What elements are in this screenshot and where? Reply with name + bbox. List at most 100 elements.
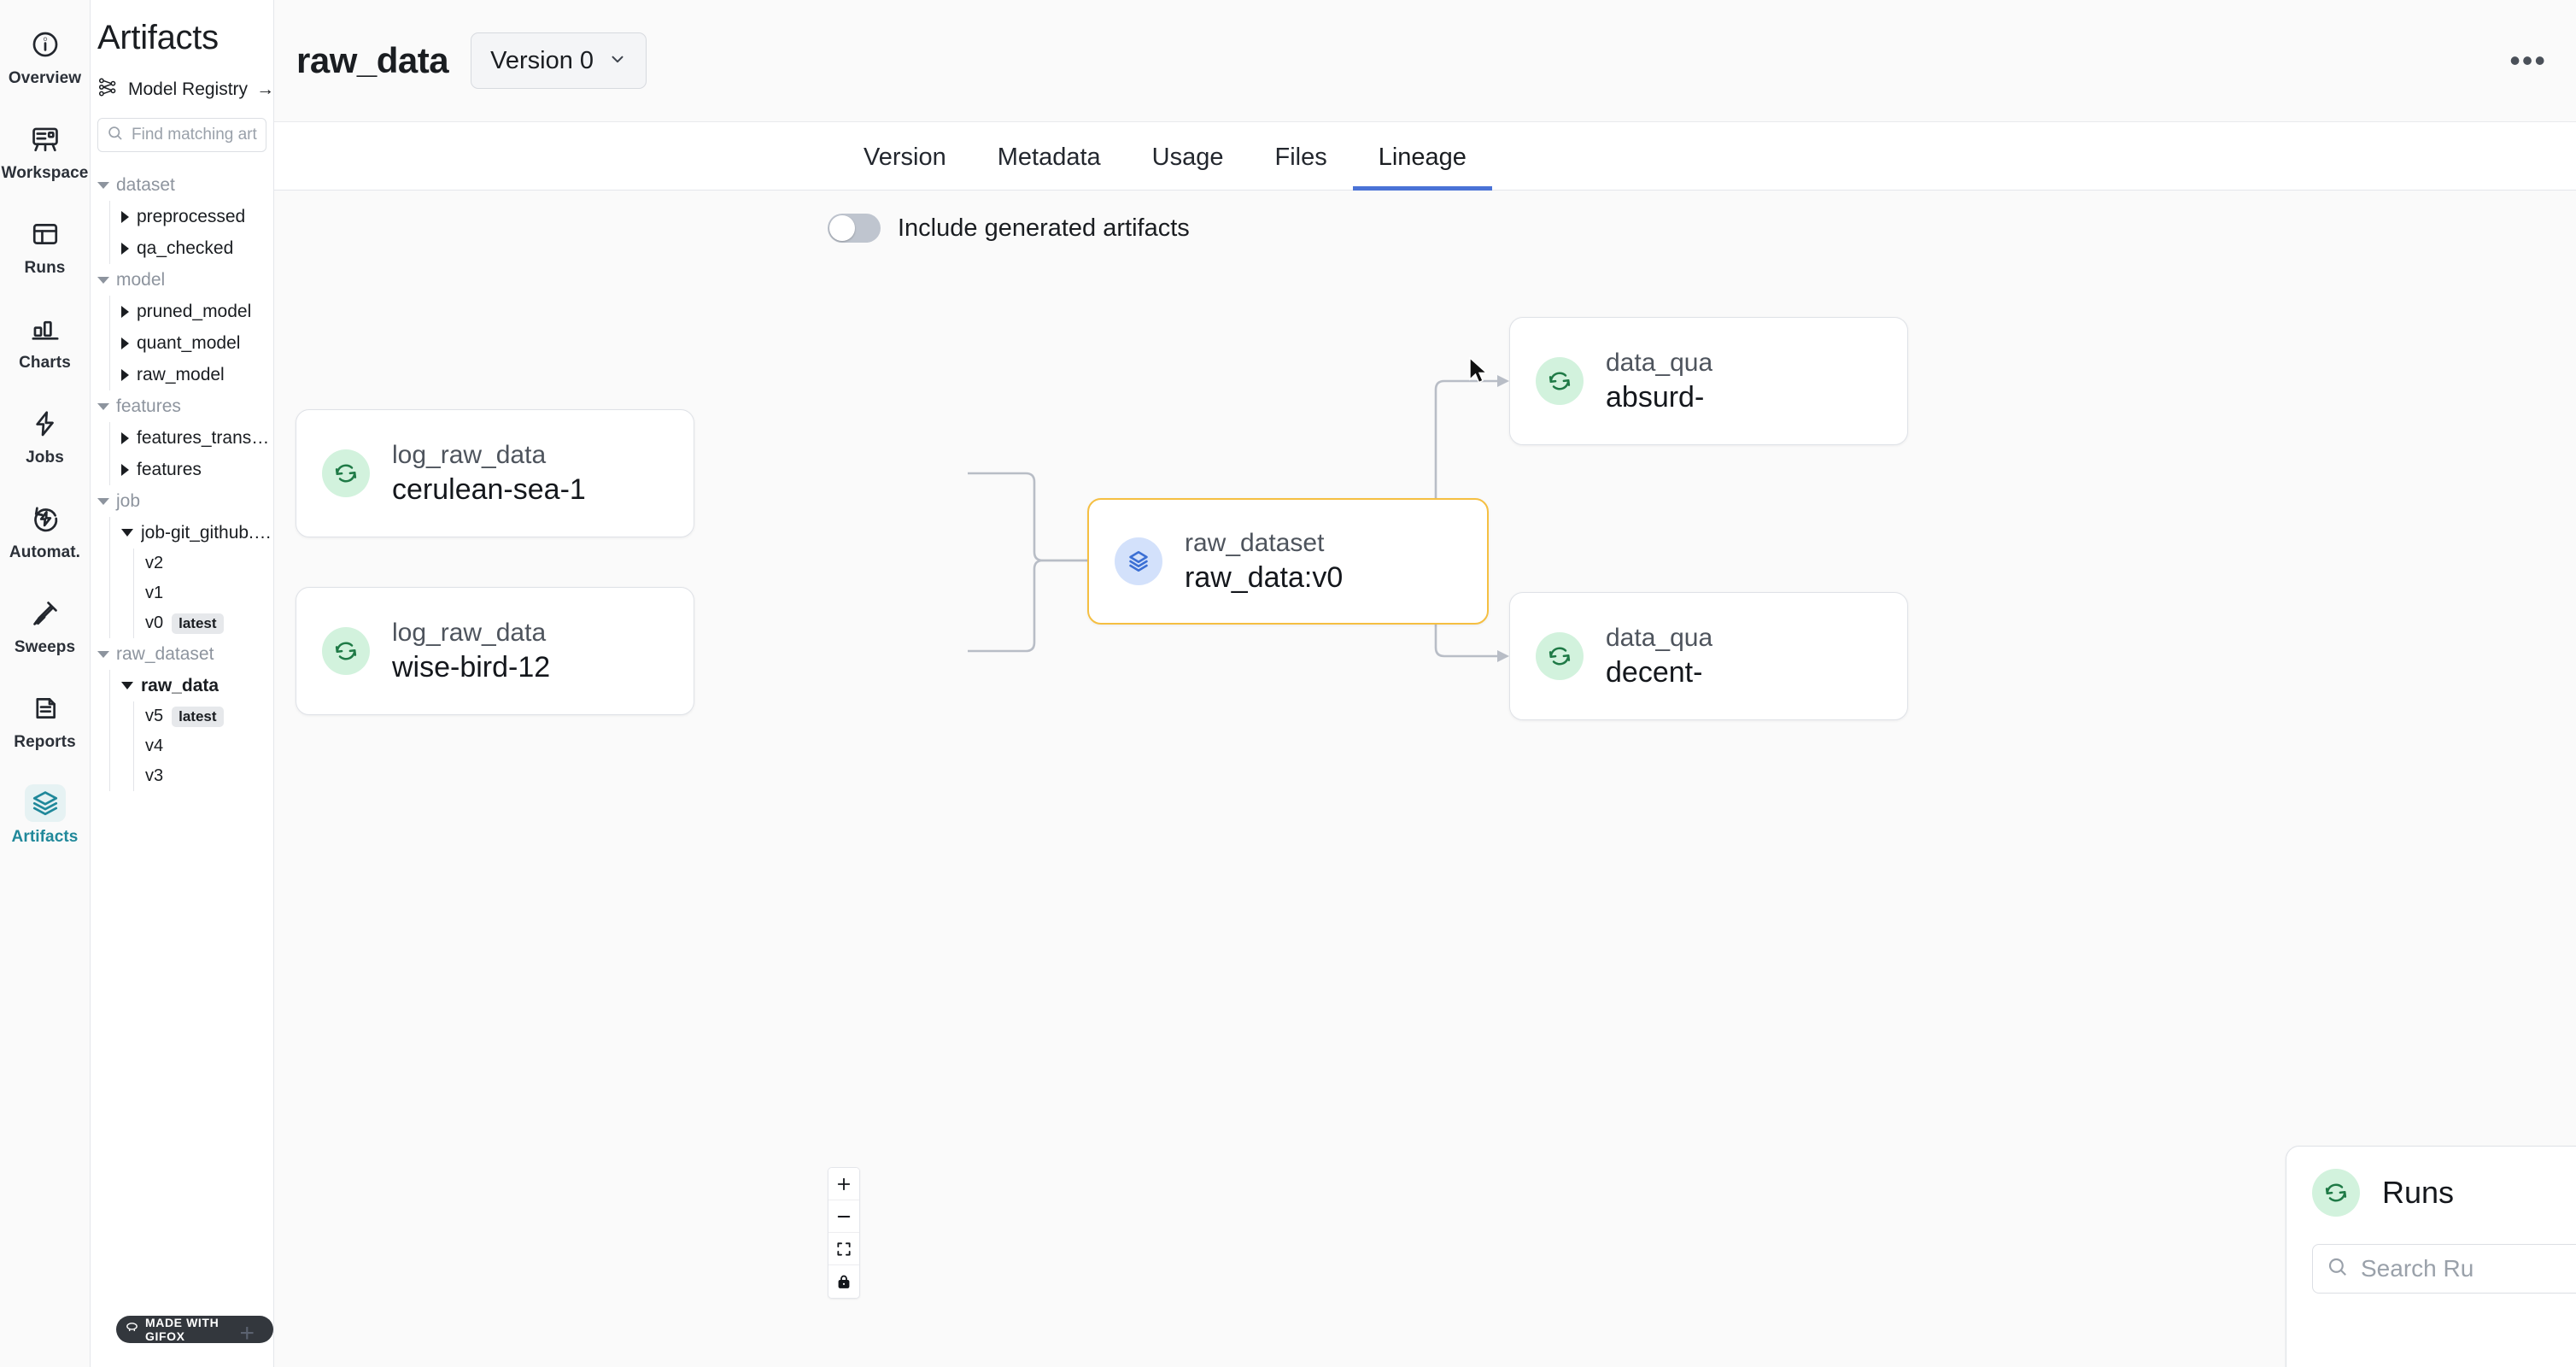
artifact-search[interactable]	[97, 118, 266, 152]
version-selector[interactable]: Version 0	[471, 32, 647, 89]
runs-floating-panel[interactable]: Runs Search Ru	[2286, 1146, 2576, 1367]
tree-group-dataset[interactable]: dataset	[97, 169, 273, 201]
sidebar-item-workspace[interactable]: Workspace	[2, 114, 88, 188]
info-circle-icon	[25, 26, 66, 63]
chevron-down-icon	[97, 181, 109, 189]
runs-panel-title: Runs	[2382, 1175, 2455, 1210]
node-subtitle: data_qua	[1606, 348, 1713, 377]
tree-version-v3[interactable]: v3	[134, 761, 273, 791]
sidebar-item-charts[interactable]: Charts	[6, 303, 85, 378]
tab-lineage[interactable]: Lineage	[1352, 144, 1492, 191]
tree-version-v1[interactable]: v1	[134, 578, 273, 608]
chevron-down-icon	[97, 402, 109, 410]
tree-item-label: preprocessed	[137, 206, 246, 226]
tree-item-features[interactable]: features	[110, 454, 273, 485]
artifact-header: raw_data Version 0 •••	[274, 0, 2576, 122]
sidebar-label-reports: Reports	[14, 733, 76, 751]
dataset-layers-icon	[1115, 537, 1162, 585]
tree-item-label: raw_model	[137, 364, 225, 384]
tree-group-features[interactable]: features	[97, 390, 273, 422]
search-input[interactable]	[132, 126, 257, 144]
tree-item-label: qa_checked	[137, 238, 234, 258]
sidebar-label-jobs: Jobs	[26, 449, 64, 466]
node-subtitle: log_raw_data	[392, 618, 547, 647]
tree-version-v4[interactable]: v4	[134, 731, 273, 761]
sidebar-item-artifacts[interactable]: Artifacts	[6, 777, 85, 852]
chevron-right-icon	[121, 463, 129, 476]
bar-chart-icon	[25, 310, 66, 348]
registry-network-icon	[97, 76, 120, 103]
tab-files[interactable]: Files	[1274, 144, 1327, 171]
add-artifact-button[interactable]: +	[239, 1319, 255, 1347]
chevron-right-icon	[121, 242, 129, 255]
sidebar-label-sweeps: Sweeps	[14, 638, 76, 656]
tree-group-children: raw_data v5 latest v4 v3	[109, 670, 273, 791]
tree-version-v2[interactable]: v2	[134, 549, 273, 578]
sidebar-item-reports[interactable]: Reports	[6, 683, 85, 757]
chevron-down-icon	[97, 497, 109, 505]
tree-item-label: quant_model	[137, 332, 241, 353]
tree-version-v5[interactable]: v5 latest	[134, 701, 273, 731]
tab-version[interactable]: Version	[864, 144, 946, 171]
bolt-icon	[25, 405, 66, 443]
tree-group-model[interactable]: model	[97, 264, 273, 296]
runs-search-input[interactable]: Search Ru	[2312, 1244, 2576, 1294]
lock-button[interactable]	[828, 1265, 859, 1298]
run-refresh-icon	[322, 449, 370, 497]
sidebar-item-sweeps[interactable]: Sweeps	[6, 588, 85, 662]
chevron-right-icon	[121, 210, 129, 223]
tree-version-list: v5 latest v4 v3	[133, 701, 273, 791]
sidebar-item-jobs[interactable]: Jobs	[6, 398, 85, 472]
artifact-tabs: Version Metadata Usage Files Lineage	[274, 122, 2576, 191]
lineage-node-run[interactable]: log_raw_data cerulean-sea-1	[296, 409, 694, 537]
lineage-node-run[interactable]: data_qua absurd-	[1509, 317, 1908, 445]
model-registry-label: Model Registry	[128, 79, 249, 99]
sidebar-label-runs: Runs	[24, 259, 66, 277]
zoom-out-button[interactable]	[828, 1200, 859, 1233]
tab-usage[interactable]: Usage	[1151, 144, 1224, 171]
node-subtitle: raw_dataset	[1185, 528, 1325, 557]
include-generated-toggle[interactable]	[828, 214, 881, 243]
version-selector-value: Version 0	[490, 46, 594, 74]
lineage-canvas[interactable]: log_raw_data cerulean-sea-1 log_raw_data…	[274, 266, 2576, 1367]
tree-item-features-transformed[interactable]: features_transformed	[110, 422, 273, 454]
tree-item-job-git-github-com-wa-[interactable]: job-git_github.com_wa…	[110, 517, 273, 549]
tree-item-preprocessed[interactable]: preprocessed	[110, 201, 273, 232]
tree-item-raw-model[interactable]: raw_model	[110, 359, 273, 390]
tree-item-quant-model[interactable]: quant_model	[110, 327, 273, 359]
gifox-watermark: MADE WITH GIFOX	[116, 1316, 273, 1343]
node-name: cerulean-sea-1	[392, 472, 586, 506]
tree-item-label: features_transformed	[137, 427, 273, 448]
tree-group-job[interactable]: job	[97, 485, 273, 517]
sidebar-item-runs[interactable]: Runs	[6, 208, 85, 283]
status-badge: latest	[172, 706, 224, 727]
tree-item-raw-data[interactable]: raw_data	[110, 670, 273, 701]
sidebar-item-automations[interactable]: Automat.	[6, 493, 85, 567]
tree-item-qa-checked[interactable]: qa_checked	[110, 232, 273, 264]
tree-item-pruned-model[interactable]: pruned_model	[110, 296, 273, 327]
model-registry-link[interactable]: Model Registry →	[91, 57, 273, 103]
sidebar-item-overview[interactable]: Overview	[6, 19, 85, 93]
page-title: Artifacts	[97, 19, 219, 56]
layers-icon	[24, 784, 66, 822]
tree-version-label: v5	[145, 707, 164, 725]
zoom-in-button[interactable]	[828, 1168, 859, 1200]
run-refresh-icon	[1536, 632, 1584, 680]
run-refresh-icon	[1536, 357, 1584, 405]
run-refresh-icon	[322, 627, 370, 675]
lineage-node-run[interactable]: log_raw_data wise-bird-12	[296, 587, 694, 715]
lineage-node-dataset-selected[interactable]: raw_dataset raw_data:v0	[1087, 498, 1489, 625]
lineage-node-run[interactable]: data_qua decent-	[1509, 592, 1908, 720]
overflow-menu-button[interactable]: •••	[2509, 42, 2547, 78]
tree-version-label: v3	[145, 766, 164, 785]
canvas-zoom-controls	[828, 1167, 860, 1299]
tab-metadata[interactable]: Metadata	[997, 144, 1101, 171]
fit-screen-button[interactable]	[828, 1233, 859, 1265]
tree-group-raw_dataset[interactable]: raw_dataset	[97, 638, 273, 670]
toggle-knob	[829, 215, 855, 241]
sidebar-label-artifacts: Artifacts	[11, 828, 79, 846]
